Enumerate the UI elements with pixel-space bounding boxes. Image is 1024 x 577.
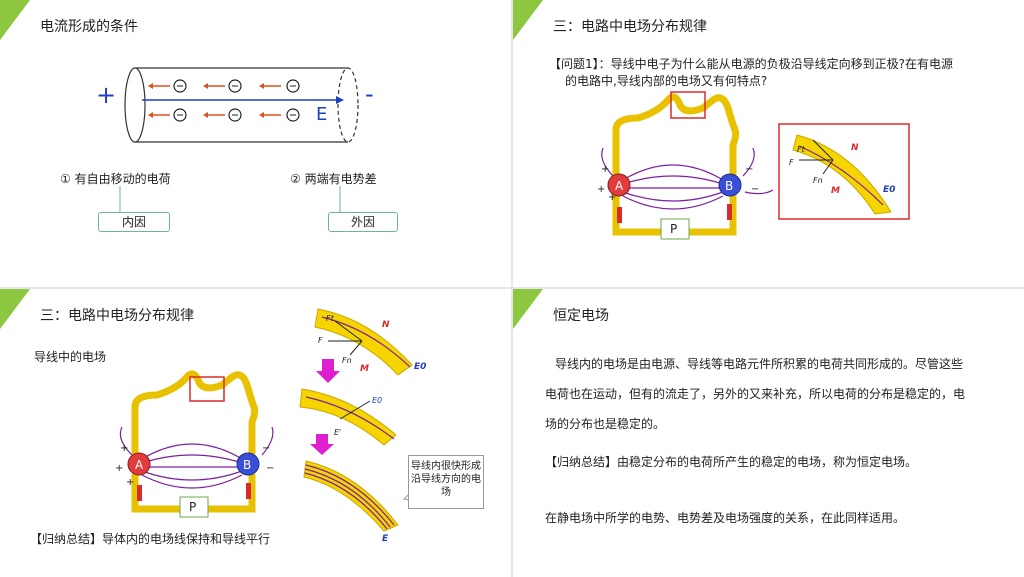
svg-text:+: + xyxy=(601,164,609,175)
slide-steady-field[interactable]: 恒定电场 导线内的电场是由电源、导线等电路元件所积累的电荷共同形成的。尽管这些 … xyxy=(513,289,1024,577)
title-accent xyxy=(513,289,543,329)
inset-ft: Ft xyxy=(797,145,806,154)
node-a: A xyxy=(615,179,624,193)
title-accent xyxy=(0,289,30,329)
circuit-diagram: + + + − − A B P Ft F Fn N M E0 xyxy=(597,91,910,240)
subtitle: 导线中的电场 xyxy=(34,350,107,364)
label-n: N xyxy=(382,320,390,330)
electron-row-bottom xyxy=(148,108,300,122)
title-accent xyxy=(513,0,543,40)
paragraph-1-line-2: 电荷也在运动，但有的流走了，另外的又来补充，所以电荷的分布是稳定的，电 xyxy=(545,387,966,401)
slide-field-distribution-question[interactable]: 三：电路中电场分布规律 【问题1】：导线中电子为什么能从电源的负极沿导线定向移到… xyxy=(513,0,1024,287)
plus-sign: + xyxy=(96,81,116,109)
electron-row-top xyxy=(148,79,300,93)
svg-text:+: + xyxy=(608,192,616,203)
node-b: B xyxy=(243,458,251,472)
label-ft: Ft xyxy=(326,314,335,323)
inset-m: M xyxy=(831,186,840,196)
condition-potential-difference: ② 两端有电势差 xyxy=(290,172,377,186)
svg-text:E0: E0 xyxy=(372,396,382,405)
node-p: P xyxy=(670,222,677,236)
node-b: B xyxy=(725,179,733,193)
svg-text:+: + xyxy=(115,463,123,474)
svg-text:+: + xyxy=(120,443,128,454)
slide-title: 三：电路中电场分布规律 xyxy=(40,308,194,324)
slide-current-conditions[interactable]: 电流形成的条件 + - E xyxy=(0,0,511,287)
label-f: F xyxy=(318,336,323,345)
svg-text:+: + xyxy=(597,184,605,195)
slide-title: 恒定电场 xyxy=(553,308,609,324)
question-line-2: 的电路中,导线内部的电场又有何特点? xyxy=(565,74,768,88)
slide-field-in-wire[interactable]: 三：电路中电场分布规律 导线中的电场 【归纳总结】导体内的电场线保持和导线平行 … xyxy=(0,289,511,577)
summary-text: 【归纳总结】导体内的电场线保持和导线平行 xyxy=(30,532,271,546)
label-e0: E0 xyxy=(414,362,426,372)
label-e: E xyxy=(382,534,389,544)
svg-text:−: − xyxy=(751,184,759,195)
paragraph-summary: 【归纳总结】由稳定分布的电荷所产生的稳定的电场，称为恒定电场。 xyxy=(545,455,918,469)
callout-box: 导线内很快形成沿导线方向的电场 xyxy=(408,455,484,509)
minus-sign: - xyxy=(365,80,374,108)
question-line-1: 【问题1】：导线中电子为什么能从电源的负极沿导线定向移到正极?在有电源 xyxy=(549,57,954,71)
node-p: P xyxy=(189,500,196,514)
svg-text:−: − xyxy=(745,164,753,175)
svg-text:+: + xyxy=(126,477,134,488)
internal-cause-label: 内因 xyxy=(98,212,170,232)
inset-n: N xyxy=(851,143,859,153)
inset-e0: E0 xyxy=(883,185,895,195)
label-fn: Fn xyxy=(342,356,352,365)
svg-text:−: − xyxy=(266,463,274,474)
label-m: M xyxy=(360,364,369,374)
paragraph-1-line-1: 导线内的电场是由电源、导线等电路元件所积累的电荷共同形成的。尽管这些 xyxy=(555,357,964,371)
label-e-prime: E' xyxy=(334,428,341,437)
paragraph-1-line-3: 场的分布也是稳定的。 xyxy=(545,417,666,431)
svg-text:−: − xyxy=(262,443,270,454)
slide-title: 电流形成的条件 xyxy=(40,19,138,35)
circuit-and-wire-diagram: + + + − − A B P Ft F Fn N M E0 E' E0 xyxy=(115,308,438,544)
paragraph-relation: 在静电场中所学的电势、电势差及电场强度的关系，在此同样适用。 xyxy=(545,511,906,525)
condition-free-charges: ① 有自由移动的电荷 xyxy=(60,172,171,186)
inset-fn: Fn xyxy=(813,176,823,185)
node-a: A xyxy=(135,458,144,472)
field-label: E xyxy=(316,104,327,125)
external-cause-label: 外因 xyxy=(328,212,398,232)
title-accent xyxy=(0,0,30,40)
slide-title: 三：电路中电场分布规律 xyxy=(553,19,707,35)
wire-diagram: + - E xyxy=(96,67,374,214)
inset-f: F xyxy=(789,158,794,167)
